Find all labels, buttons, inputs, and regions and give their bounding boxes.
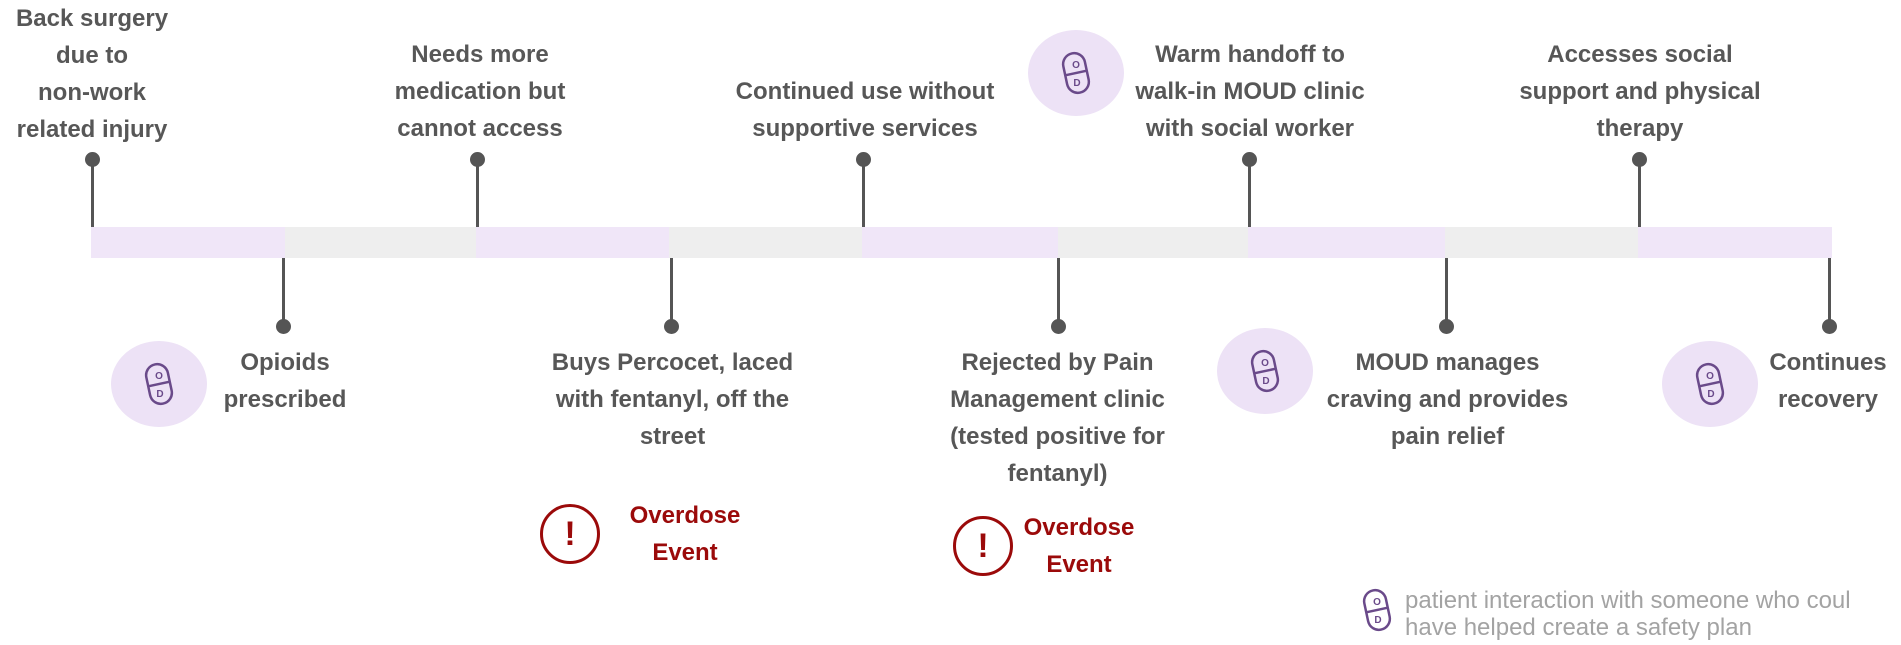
pill-letter-d: D <box>1262 376 1269 387</box>
pill-letter-d: D <box>1707 389 1714 400</box>
alert-icon: ! <box>953 516 1013 576</box>
timeline-segment <box>1638 227 1832 258</box>
timeline-marker <box>1051 319 1066 334</box>
timeline-segment <box>1058 227 1248 258</box>
pill-letter-d: D <box>1374 615 1381 626</box>
timeline-marker <box>1632 152 1647 167</box>
timeline-marker <box>1822 319 1837 334</box>
timeline-connector <box>1828 258 1831 326</box>
timeline-connector <box>1638 160 1641 227</box>
pill-letter-o: O <box>1072 60 1080 71</box>
event-label: Accesses social support and physical the… <box>1519 41 1761 142</box>
pill-letter-o: O <box>155 371 163 382</box>
pill-letter-d: D <box>156 389 163 400</box>
timeline-marker <box>85 152 100 167</box>
event-label: Opioids prescribed <box>223 349 347 413</box>
event-label: Warm handoff to walk-in MOUD clinic with… <box>1135 41 1365 142</box>
patient-interaction-pill-icon: OD <box>1061 51 1091 95</box>
patient-interaction-pill-icon: OD <box>144 362 174 406</box>
timeline-connector <box>1445 258 1448 326</box>
event-label: Back surgery due to non-work related inj… <box>15 5 169 143</box>
timeline-marker <box>276 319 291 334</box>
timeline-connector <box>476 160 479 227</box>
timeline-segment <box>669 227 862 258</box>
event-label: Rejected by Pain Management clinic (test… <box>950 349 1165 487</box>
legend-text: patient interaction with someone who cou… <box>1405 587 1851 641</box>
timeline-connector <box>1248 160 1251 227</box>
timeline-connector <box>91 160 94 227</box>
pill-letter-o: O <box>1706 371 1714 382</box>
patient-interaction-pill-icon: OD <box>1362 588 1392 632</box>
timeline-segment <box>91 227 285 258</box>
timeline-segment <box>476 227 669 258</box>
event-label: Buys Percocet, laced with fentanyl, off … <box>551 349 794 450</box>
timeline-connector <box>282 258 285 326</box>
patient-interaction-pill-icon: OD <box>1250 349 1280 393</box>
patient-interaction-pill-icon: OD <box>1695 362 1725 406</box>
timeline-marker <box>664 319 679 334</box>
event-label: Continued use without supportive service… <box>735 78 995 142</box>
timeline-segment <box>285 227 476 258</box>
event-label: Needs more medication but cannot access <box>394 41 566 142</box>
timeline-segment <box>862 227 1058 258</box>
timeline-marker <box>470 152 485 167</box>
pill-letter-o: O <box>1261 358 1269 369</box>
timeline-segment <box>1248 227 1445 258</box>
event-label: Continues recovery <box>1769 349 1887 413</box>
event-label: MOUD manages craving and provides pain r… <box>1326 349 1569 450</box>
pill-letter-d: D <box>1073 78 1080 89</box>
timeline-connector <box>862 160 865 227</box>
overdose-event-label: Overdose Event <box>629 502 741 566</box>
timeline-connector <box>670 258 673 326</box>
timeline-segment <box>1445 227 1638 258</box>
timeline-marker <box>1439 319 1454 334</box>
pill-letter-o: O <box>1373 597 1381 608</box>
alert-icon: ! <box>540 504 600 564</box>
timeline-marker <box>1242 152 1257 167</box>
overdose-event-label: Overdose Event <box>1023 514 1135 578</box>
timeline-connector <box>1057 258 1060 326</box>
timeline-marker <box>856 152 871 167</box>
